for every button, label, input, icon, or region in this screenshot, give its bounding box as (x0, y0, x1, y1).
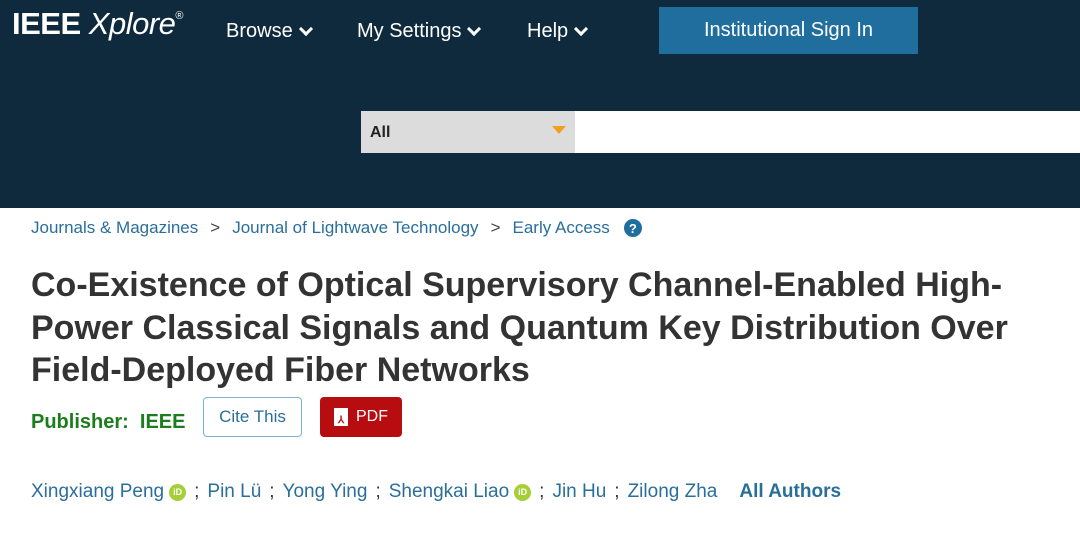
nav-my-settings[interactable]: My Settings (357, 20, 482, 43)
pdf-label: PDF (356, 408, 388, 425)
author-link[interactable]: Yong Ying (282, 481, 368, 502)
nav-label: Help (527, 20, 569, 42)
page-title: Co-Existence of Optical Supervisory Chan… (31, 264, 1080, 392)
pdf-file-icon: ⅄ (334, 408, 348, 426)
title-line: Power Classical Signals and Quantum Key … (31, 308, 1008, 347)
search-input[interactable] (575, 111, 1080, 153)
breadcrumb: Journals & Magazines > Journal of Lightw… (31, 218, 642, 238)
cite-this-button[interactable]: Cite This (203, 397, 302, 437)
nav-label: Browse (226, 20, 293, 42)
chevron-down-icon (298, 21, 313, 36)
author-separator: ; (375, 481, 381, 502)
nav-browse[interactable]: Browse (226, 20, 313, 43)
author-separator: ; (614, 481, 620, 502)
orcid-icon[interactable]: iD (169, 483, 187, 501)
author-link[interactable]: Jin Hu (552, 481, 607, 502)
author-separator: ; (194, 481, 200, 502)
orcid-icon[interactable]: iD (514, 483, 532, 501)
publisher: Publisher: IEEE (31, 411, 186, 433)
nav-help[interactable]: Help (527, 20, 589, 43)
author-link[interactable]: Xingxiang Peng (31, 481, 165, 502)
breadcrumb-early-access[interactable]: Early Access (512, 218, 610, 237)
author-link[interactable]: Pin Lü (207, 481, 262, 502)
header: IEEE Xplore® Browse My Settings Help Ins… (0, 0, 1080, 208)
pdf-button[interactable]: ⅄ PDF (320, 397, 402, 437)
title-line: Field-Deployed Fiber Networks (31, 351, 530, 389)
chevron-down-icon (574, 21, 589, 36)
title-line: Co-Existence of Optical Supervisory Chan… (31, 266, 1003, 304)
dropdown-triangle-icon (552, 126, 566, 134)
help-icon[interactable]: ? (623, 219, 642, 237)
breadcrumb-journals-magazines[interactable]: Journals & Magazines (31, 218, 199, 237)
breadcrumb-journal[interactable]: Journal of Lightwave Technology (232, 218, 479, 237)
author-separator: ; (269, 481, 275, 502)
nav-label: My Settings (357, 20, 462, 42)
author-link[interactable]: Zilong Zha (627, 481, 718, 502)
breadcrumb-separator: > (490, 218, 501, 237)
ieee-xplore-logo[interactable]: IEEE Xplore® (12, 6, 183, 41)
search-scope-select[interactable]: All (361, 111, 575, 153)
all-authors-link[interactable]: All Authors (739, 481, 842, 502)
author-separator: ; (539, 481, 545, 502)
scope-label: All (370, 124, 391, 141)
breadcrumb-separator: > (210, 218, 221, 237)
chevron-down-icon (467, 21, 482, 36)
institutional-sign-in-button[interactable]: Institutional Sign In (659, 7, 918, 54)
author-link[interactable]: Shengkai Liao (388, 481, 510, 502)
